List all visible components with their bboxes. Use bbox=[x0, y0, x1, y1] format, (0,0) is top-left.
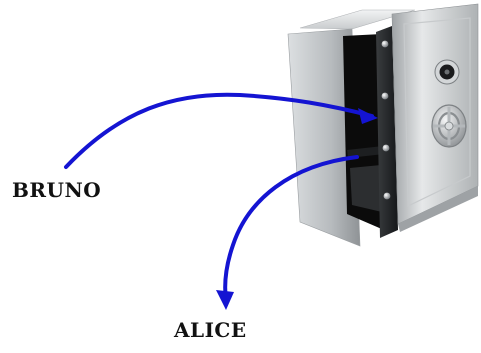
door-bolts bbox=[381, 40, 391, 200]
retrieve-arrow bbox=[216, 155, 359, 310]
safe-top bbox=[299, 9, 416, 30]
safe-lower-panel bbox=[350, 165, 382, 212]
safe-icon bbox=[287, 3, 479, 247]
wheel-handle-icon bbox=[431, 104, 467, 148]
sender-label: BRUNO bbox=[12, 178, 102, 202]
deposit-arrow bbox=[64, 92, 378, 169]
safe-door-bevel bbox=[403, 17, 471, 207]
safe-body bbox=[287, 28, 361, 247]
safe-door-edge bbox=[376, 26, 398, 238]
receiver-label: ALICE bbox=[174, 318, 247, 342]
safe-shelf bbox=[347, 146, 384, 158]
safe-door-base bbox=[398, 186, 478, 232]
combination-dial-icon bbox=[434, 59, 460, 85]
